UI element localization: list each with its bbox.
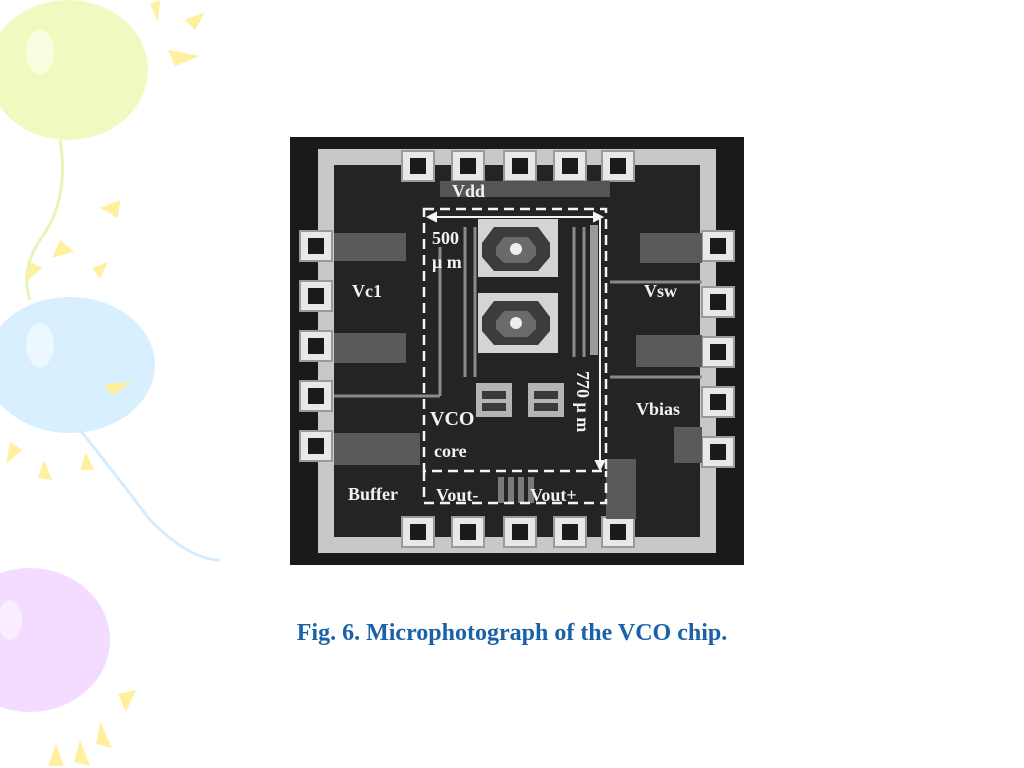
green-balloon bbox=[0, 0, 148, 140]
balloon-highlight bbox=[0, 600, 22, 640]
balloon-string bbox=[25, 139, 64, 301]
balloon-string bbox=[78, 429, 221, 562]
vsw-label: Vsw bbox=[644, 281, 678, 301]
buffer-label: Buffer bbox=[348, 484, 398, 504]
balloon-decoration bbox=[0, 0, 221, 766]
left-blocks bbox=[334, 233, 420, 465]
inductor-bottom bbox=[478, 293, 558, 353]
width-dimension-unit: μ m bbox=[432, 252, 462, 272]
right-blocks bbox=[606, 233, 702, 519]
transistor-array bbox=[498, 477, 534, 503]
sparkle-decoration bbox=[6, 0, 205, 766]
vdd-bus bbox=[440, 181, 610, 197]
core-label: core bbox=[434, 441, 467, 461]
chip-microphotograph: Vdd Vc1 Vsw Vbias Buffer Vout- Vout+ VCO… bbox=[290, 137, 744, 565]
balloon-highlight bbox=[26, 30, 54, 74]
varactor-blocks bbox=[476, 383, 564, 417]
vbias-label: Vbias bbox=[636, 399, 681, 419]
width-dimension-value: 500 bbox=[432, 228, 459, 248]
figure-caption: Fig. 6. Microphotograph of the VCO chip. bbox=[296, 620, 728, 646]
balloon-highlight bbox=[26, 323, 54, 367]
vc1-label: Vc1 bbox=[352, 281, 382, 301]
interconnect bbox=[334, 227, 702, 398]
inductor-top bbox=[478, 219, 558, 277]
vco-label: VCO bbox=[430, 408, 475, 430]
dimension-strip bbox=[590, 225, 598, 355]
vco-core-boundary bbox=[422, 207, 608, 473]
purple-balloon bbox=[0, 568, 110, 712]
vout-plus-label: Vout+ bbox=[530, 485, 577, 505]
dimension-arrows bbox=[425, 211, 606, 472]
vdd-label: Vdd bbox=[452, 181, 486, 201]
blue-balloon bbox=[0, 297, 155, 433]
vout-minus-label: Vout- bbox=[436, 485, 479, 505]
buffer-boundary bbox=[422, 471, 608, 505]
height-dimension-label: 770 μ m bbox=[573, 371, 593, 433]
